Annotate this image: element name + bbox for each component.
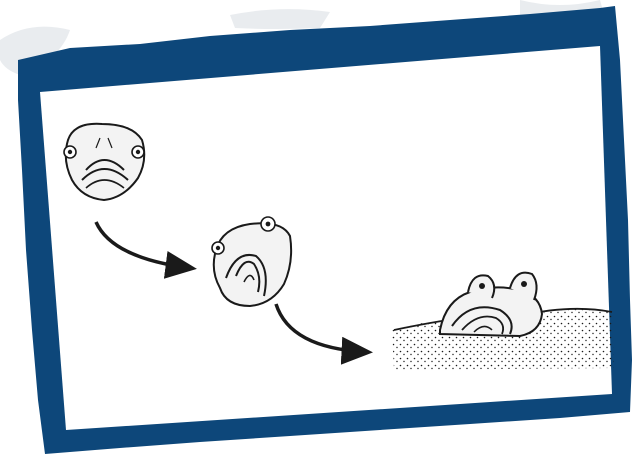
frame-paper	[40, 46, 612, 430]
picture-frame	[18, 6, 632, 454]
